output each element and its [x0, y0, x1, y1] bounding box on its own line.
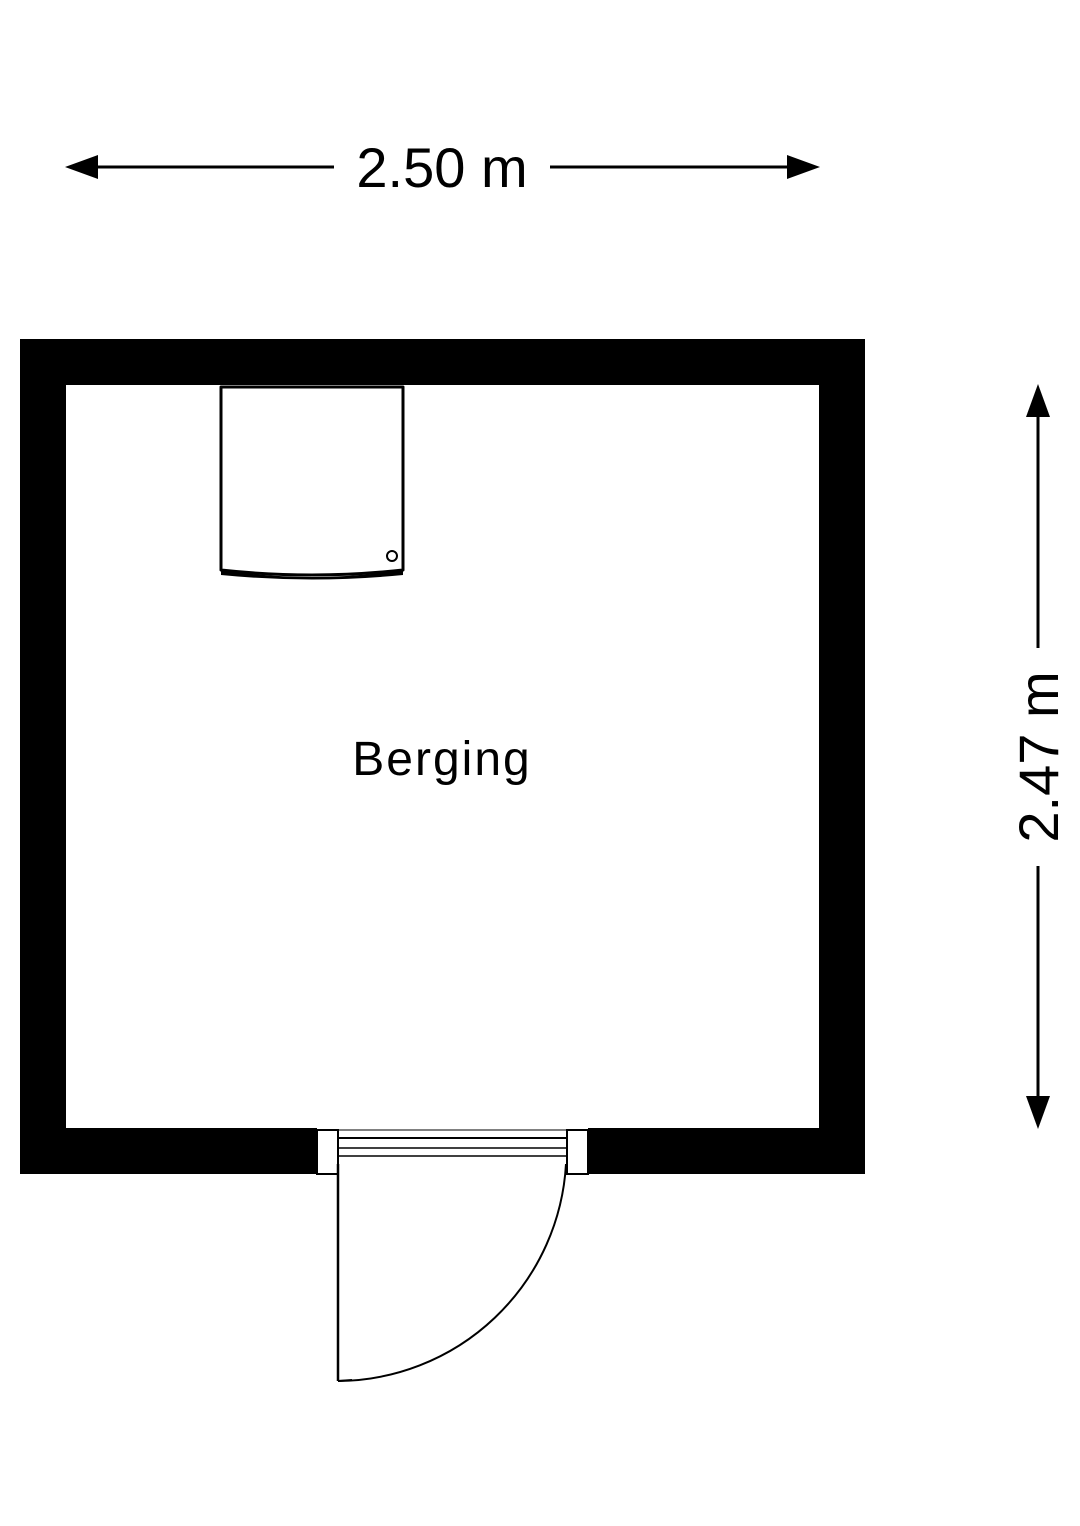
door-frame: [316, 1129, 589, 1175]
wall-left: [20, 339, 66, 1174]
appliance-knob-icon: [386, 550, 398, 562]
width-dimension-label: 2.50 m: [356, 136, 527, 199]
wall-right: [819, 339, 865, 1174]
height-dimension: 2.47 m: [1007, 384, 1070, 1129]
wall-top: [20, 339, 865, 385]
height-dimension-label: 2.47 m: [1007, 671, 1070, 842]
wall-bottom-right: [588, 1128, 865, 1174]
appliance-body: [219, 385, 405, 577]
wall-bottom-left: [20, 1128, 317, 1174]
appliance: [219, 385, 405, 580]
door-swing-arc: [337, 1163, 567, 1382]
door-jamb-right: [566, 1129, 589, 1175]
door: [336, 1163, 567, 1382]
appliance-front: [221, 570, 403, 580]
height-arrow-top-icon: [1026, 384, 1050, 417]
height-arrow-bottom-icon: [1026, 1096, 1050, 1129]
width-arrow-left-icon: [65, 155, 98, 179]
room-name: Berging: [352, 733, 531, 786]
width-arrow-right-icon: [787, 155, 820, 179]
walls: [20, 339, 865, 1174]
width-dimension: 2.50 m: [65, 136, 820, 199]
door-jamb-left: [316, 1129, 339, 1175]
door-swing-cap: [337, 1379, 353, 1382]
